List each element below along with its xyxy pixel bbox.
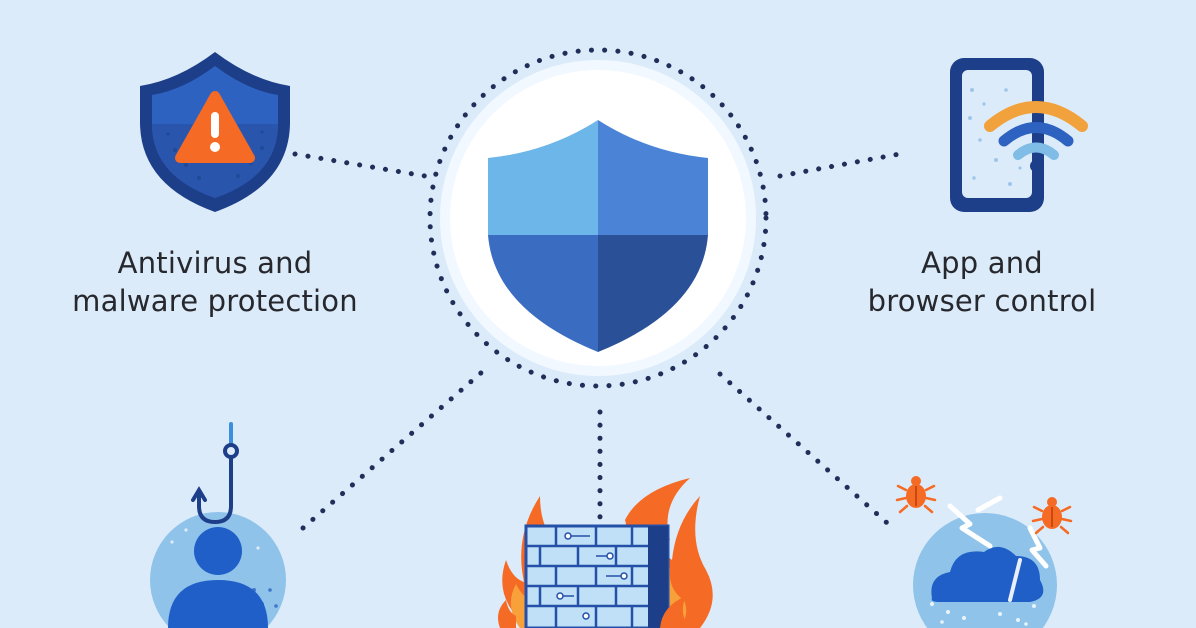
brick-wall bbox=[524, 524, 670, 628]
connector-cloud bbox=[717, 371, 898, 533]
account-body bbox=[168, 580, 268, 628]
app-browser-label: App and browser control bbox=[832, 244, 1132, 320]
connector-antivirus bbox=[292, 151, 428, 179]
cloud-shape bbox=[931, 546, 1044, 602]
firewall-icon bbox=[498, 478, 713, 628]
lightning-bolt-icon bbox=[947, 495, 1049, 569]
fishing-hook-icon bbox=[191, 422, 239, 525]
account-head bbox=[194, 527, 242, 575]
security-shield-icon bbox=[488, 120, 708, 352]
app-browser-label-line2: browser control bbox=[867, 284, 1097, 318]
phishing-account-icon bbox=[150, 422, 286, 628]
antivirus-label: Antivirus and malware protection bbox=[40, 244, 390, 320]
antivirus-label-line1: Antivirus and bbox=[117, 246, 313, 280]
warning-shield-icon bbox=[140, 52, 290, 212]
phone-wifi-icon bbox=[950, 58, 1088, 212]
bug-icon-left bbox=[895, 476, 937, 514]
connector-lines bbox=[292, 150, 908, 533]
bug-icon-right bbox=[1031, 497, 1073, 535]
connector-account bbox=[300, 369, 485, 531]
app-browser-label-line1: App and bbox=[921, 246, 1043, 280]
antivirus-label-line2: malware protection bbox=[72, 284, 358, 318]
cloud-protection-icon bbox=[895, 476, 1073, 628]
connector-app-browser bbox=[777, 150, 908, 179]
wifi-icon bbox=[984, 101, 1088, 172]
hub-dotted-ring bbox=[427, 47, 769, 389]
hub bbox=[427, 47, 769, 389]
